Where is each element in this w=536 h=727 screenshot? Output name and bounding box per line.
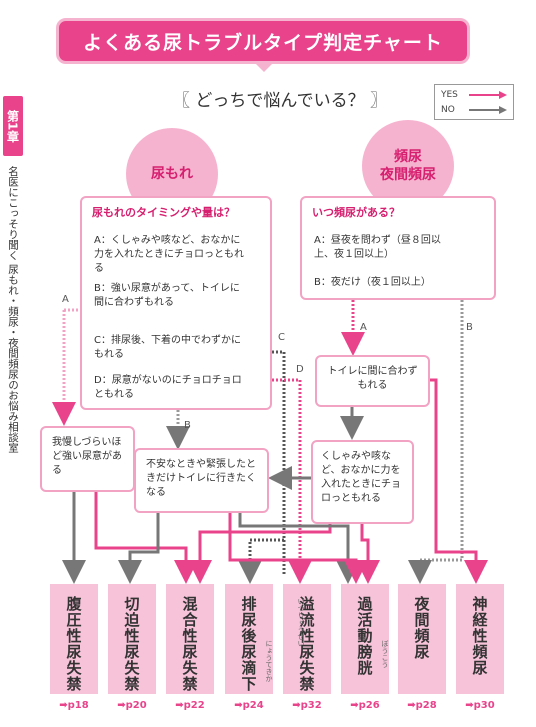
page-ref-p22[interactable]: ➡p22 — [175, 700, 205, 711]
result-mixed-incontinence[interactable]: 混合性尿失禁 — [166, 584, 214, 694]
result-nocturia[interactable]: 夜間頻尿 — [398, 584, 446, 694]
result-urge-incontinence[interactable]: 切迫性尿失禁 — [108, 584, 156, 694]
leak-option-a: A：くしゃみや咳など、おなかに力を入れたときにチョロっともれる — [94, 235, 244, 274]
title-pointer — [254, 62, 274, 72]
ruby-bladder: ぼうこう — [381, 640, 389, 668]
page-ref-p30[interactable]: ➡p30 — [465, 700, 495, 711]
toilet-question-box: トイレに間に合わずもれる — [315, 355, 430, 407]
leak-option-d: D：尿意がないのにチョロチョロともれる — [94, 375, 242, 400]
branch-label-b2: B — [466, 322, 473, 333]
main-question: 〖 どっちで悩んでいる？ 〗 — [173, 91, 387, 111]
branch-label-b: B — [184, 420, 191, 431]
ruby-overflow: いつりゅうせい — [297, 598, 305, 647]
frequency-question-box: いつ頻尿がある？ A：昼夜を問わず（昼８回以上、夜１回以上） B：夜だけ（夜１回… — [300, 196, 496, 300]
branch-label-c: C — [278, 332, 285, 343]
leak-option-c: C：排尿後、下着の中でわずかにもれる — [94, 335, 241, 360]
branch-label-a2: A — [360, 322, 367, 333]
chapter-tab: 第1章 — [3, 96, 23, 156]
frequency-option-b: B：夜だけ（夜１回以上） — [314, 277, 431, 288]
page-ref-p32[interactable]: ➡p32 — [292, 700, 322, 711]
result-nervous-frequency[interactable]: 神経性頻尿 — [456, 584, 504, 694]
chapter-subtitle: 名医にこっそり聞く 尿もれ・頻尿・夜間頻尿のお悩み相談室 — [7, 166, 19, 453]
page-ref-p26[interactable]: ➡p26 — [350, 700, 380, 711]
frequency-option-a: A：昼夜を問わず（昼８回以上、夜１回以上） — [314, 235, 441, 260]
page-ref-p28[interactable]: ➡p28 — [407, 700, 437, 711]
leak-option-b: B：強い尿意があって、トイレに間に合わずもれる — [94, 283, 240, 308]
page-ref-p18[interactable]: ➡p18 — [59, 700, 89, 711]
anxiety-question-box: 不安なときや緊張したときだけトイレに行きたくなる — [134, 448, 269, 513]
legend: YES NO — [434, 84, 514, 120]
result-stress-incontinence[interactable]: 腹圧性尿失禁 — [50, 584, 98, 694]
yes-arrow-icon — [469, 91, 507, 99]
result-overflow-incontinence[interactable]: 溢流性尿失禁 — [283, 584, 331, 694]
no-arrow-icon — [469, 106, 507, 114]
cough-question-box: くしゃみや咳など、おなかに力を入れたときにチョロっともれる — [311, 440, 414, 524]
urgency-question-box: 我慢しづらいほど強い尿意がある — [40, 426, 135, 492]
legend-yes: YES — [441, 89, 509, 101]
page-ref-p20[interactable]: ➡p20 — [117, 700, 147, 711]
branch-label-d: D — [296, 364, 304, 375]
result-overactive-bladder[interactable]: 過活動膀胱 — [341, 584, 389, 694]
chart-title: よくある尿トラブルタイプ判定チャート — [56, 18, 470, 64]
leak-question-box: 尿もれのタイミングや量は？ A：くしゃみや咳など、おなかに力を入れたときにチョロ… — [80, 196, 272, 410]
ruby-post-void: にょうてきか — [265, 640, 273, 682]
legend-no: NO — [441, 104, 509, 116]
leak-question-title: 尿もれのタイミングや量は？ — [92, 206, 235, 219]
result-post-void-dribbling[interactable]: 排尿後尿滴下 — [225, 584, 273, 694]
page-ref-p24[interactable]: ➡p24 — [234, 700, 264, 711]
frequency-question-title: いつ頻尿がある？ — [312, 206, 400, 219]
branch-label-a: A — [62, 294, 69, 305]
